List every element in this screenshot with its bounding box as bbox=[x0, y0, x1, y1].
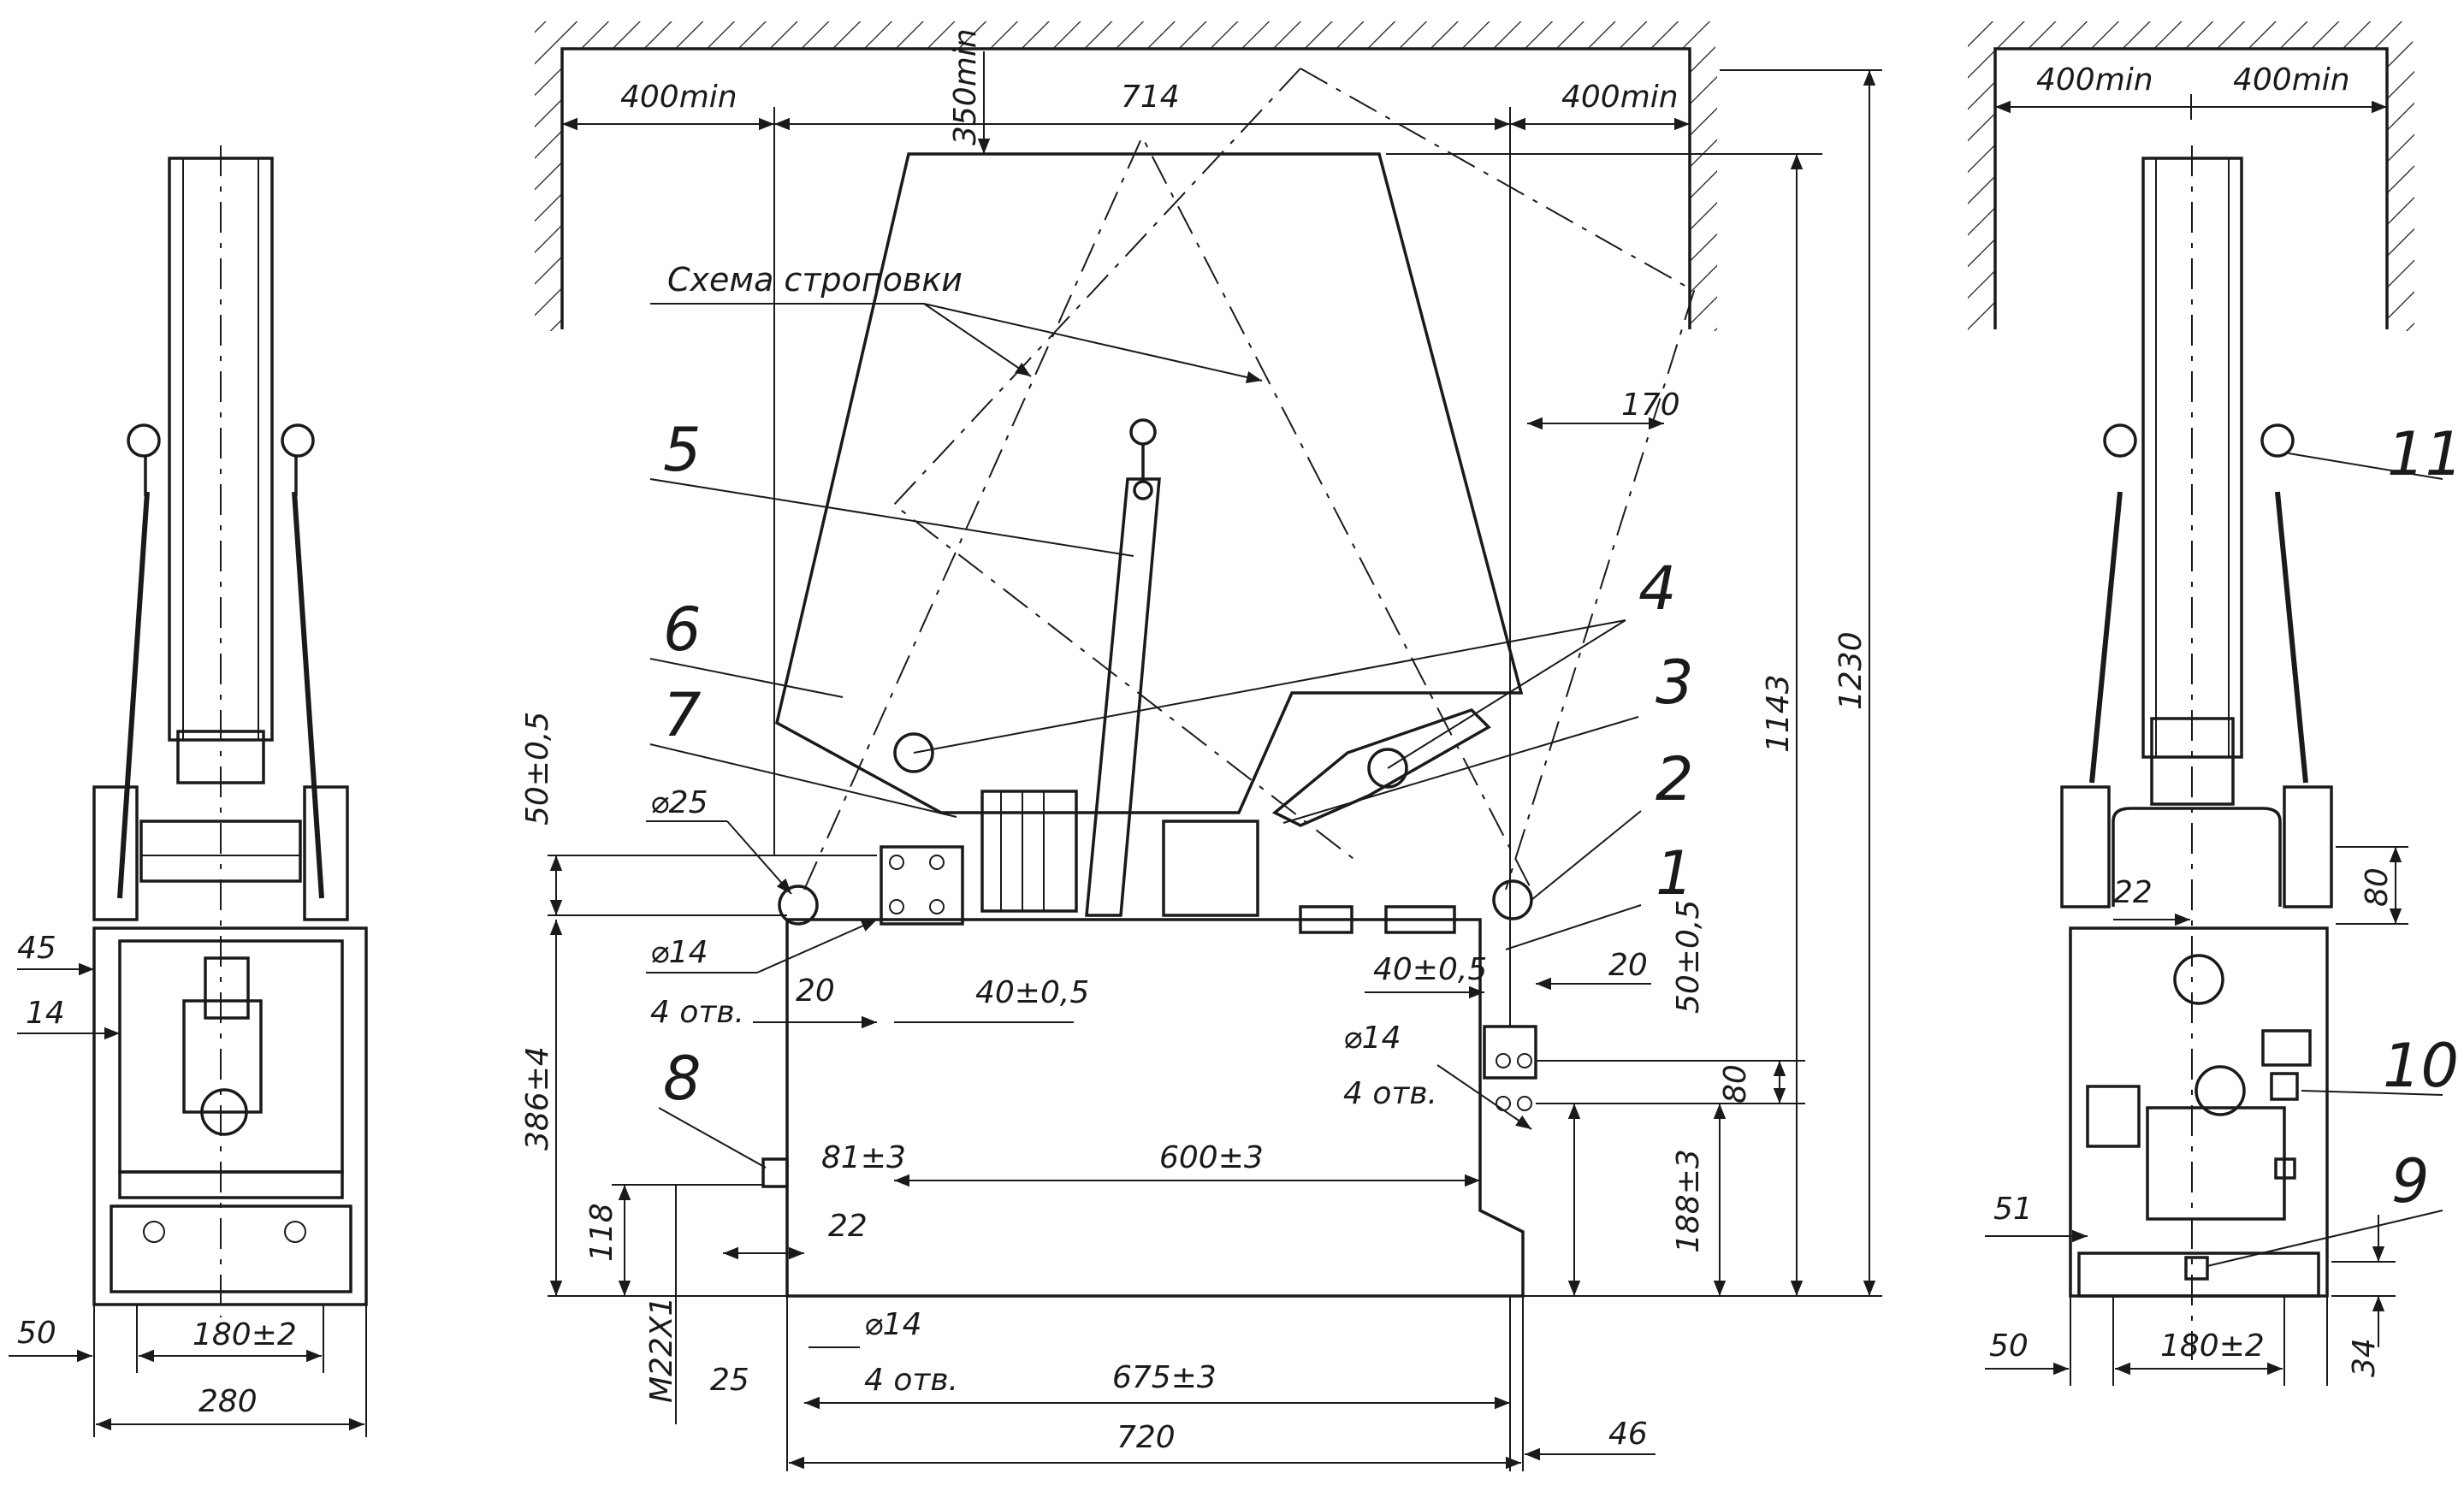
eye-bolt-icon bbox=[281, 423, 315, 458]
dim-ceiling-right-r: 400min bbox=[2233, 62, 2350, 98]
sling-line-b bbox=[892, 68, 1361, 865]
dim-ceiling-left: 400min bbox=[620, 80, 737, 115]
eye-bolt-icon bbox=[2260, 423, 2295, 458]
dim-386: 386±4 bbox=[520, 1046, 555, 1151]
dim-22: 22 bbox=[828, 1209, 868, 1244]
callout-3: 3 bbox=[1656, 648, 1694, 718]
dim-80-front: 80 bbox=[1718, 1064, 1753, 1104]
thread-m22: M22X1 bbox=[644, 1297, 679, 1403]
housing-body bbox=[774, 152, 1524, 814]
dim-14: 14 bbox=[26, 996, 65, 1031]
callout-11: 11 bbox=[2387, 419, 2463, 489]
dim-1230: 1230 bbox=[1833, 631, 1869, 710]
dim-34: 34 bbox=[2347, 1338, 2382, 1377]
dim-170: 170 bbox=[1621, 388, 1680, 423]
dim-40-b: 40±0,5 bbox=[1373, 952, 1487, 987]
dim-d14-c: ⌀14 bbox=[864, 1307, 921, 1342]
dim-675: 675±3 bbox=[1112, 1360, 1217, 1395]
dim-180: 180±2 bbox=[192, 1317, 297, 1352]
callout-7: 7 bbox=[663, 680, 702, 750]
base-block bbox=[92, 926, 368, 1306]
dim-50-a: 50±0,5 bbox=[520, 712, 555, 825]
callout-10: 10 bbox=[2383, 1031, 2459, 1101]
right-bracket bbox=[1271, 707, 1491, 827]
holes-a: 4 отв. bbox=[650, 995, 744, 1030]
dim-25: 25 bbox=[710, 1363, 749, 1398]
lever-arm bbox=[1085, 477, 1161, 917]
motor-block bbox=[980, 790, 1078, 913]
dim-d25: ⌀25 bbox=[650, 785, 708, 820]
dim-top-gap: 350min bbox=[948, 28, 983, 145]
dim-50-r: 50 bbox=[1989, 1328, 2029, 1364]
dim-600: 600±3 bbox=[1159, 1140, 1264, 1175]
sling-line-c bbox=[1300, 68, 1696, 891]
eye-bolt-icon bbox=[2103, 423, 2137, 458]
callout-9: 9 bbox=[2391, 1146, 2430, 1216]
dim-ceiling-right: 400min bbox=[1561, 80, 1679, 115]
dim-720: 720 bbox=[1116, 1420, 1176, 1455]
dim-51: 51 bbox=[1993, 1192, 2033, 1227]
callout-8: 8 bbox=[663, 1044, 702, 1114]
item-9-icon bbox=[2184, 1256, 2209, 1281]
dim-20-a: 20 bbox=[796, 973, 835, 1009]
dim-ceiling-span: 714 bbox=[1121, 80, 1180, 115]
dim-1143: 1143 bbox=[1761, 674, 1796, 753]
callout-6: 6 bbox=[663, 595, 702, 665]
dim-81: 81±3 bbox=[821, 1140, 906, 1175]
eye-bolt-icon bbox=[127, 423, 161, 458]
callout-2: 2 bbox=[1656, 744, 1694, 814]
holes-c: 4 отв. bbox=[864, 1363, 958, 1398]
ceiling-hatch bbox=[535, 21, 1715, 49]
dim-188: 188±3 bbox=[1671, 1149, 1706, 1253]
callout-5: 5 bbox=[663, 415, 702, 485]
item-10-icon bbox=[2270, 1072, 2299, 1101]
dim-50: 50 bbox=[17, 1316, 56, 1351]
dim-180-r: 180±2 bbox=[2160, 1328, 2265, 1364]
left-view: 45 14 50 180±2 280 bbox=[9, 145, 368, 1437]
holes-b: 4 отв. bbox=[1343, 1076, 1437, 1111]
dim-118: 118 bbox=[584, 1203, 619, 1262]
dim-280: 280 bbox=[198, 1384, 258, 1419]
dim-d14-a: ⌀14 bbox=[650, 935, 708, 970]
sling-line-a bbox=[803, 134, 1532, 891]
front-view: 400min 714 400min 350min Схема строповки bbox=[520, 21, 1882, 1471]
lift-ring-icon bbox=[778, 885, 819, 926]
dim-d14-b: ⌀14 bbox=[1343, 1021, 1401, 1056]
sling-scheme-label: Схема строповки bbox=[667, 261, 962, 299]
callout-1: 1 bbox=[1656, 838, 1694, 908]
lift-ring-icon bbox=[1492, 879, 1533, 920]
dim-ceiling-left-r: 400min bbox=[2036, 62, 2153, 98]
dim-50-b: 50±0,5 bbox=[1671, 900, 1706, 1014]
dim-80-r: 80 bbox=[2360, 867, 2395, 907]
dim-45: 45 bbox=[17, 931, 56, 966]
dim-46: 46 bbox=[1608, 1417, 1648, 1452]
right-view: 400min 400min 11 10 9 22 80 bbox=[1968, 21, 2463, 1386]
dim-20-b: 20 bbox=[1608, 948, 1648, 983]
dim-22-r: 22 bbox=[2113, 875, 2153, 910]
base-block-right bbox=[2069, 926, 2329, 1298]
callout-4: 4 bbox=[1638, 553, 1677, 624]
dim-40-a: 40±0,5 bbox=[975, 975, 1089, 1010]
